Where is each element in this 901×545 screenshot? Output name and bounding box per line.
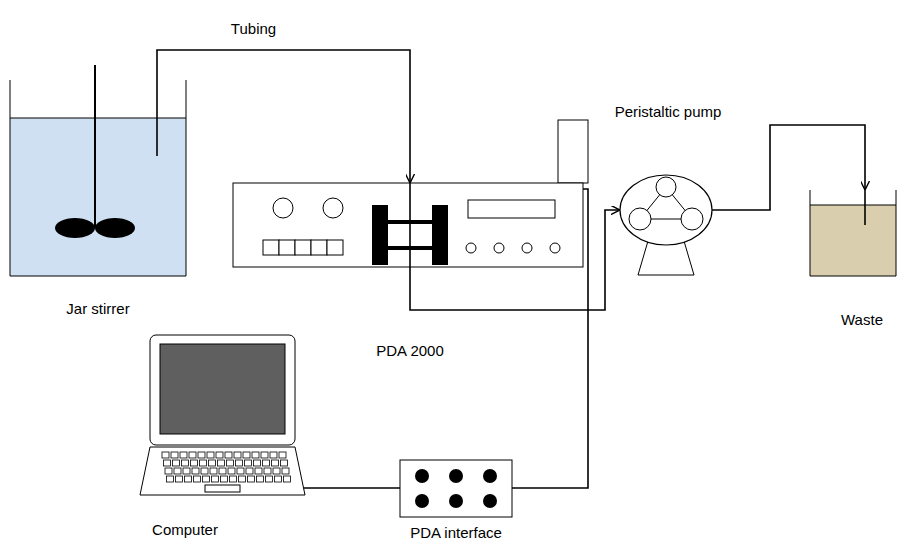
tubing-line: [712, 125, 865, 210]
pda-instrument-shape: [233, 183, 583, 267]
jar-stirrer-shape: [10, 80, 186, 276]
waste-beaker-shape: [810, 190, 896, 276]
interface-box: PDA interface: [400, 460, 512, 517]
edge-label: Tubing: [231, 20, 276, 38]
laptop-computer: Computer: [140, 335, 305, 495]
node-label: PDA interface: [410, 524, 502, 542]
peristaltic-pump: Peristaltic pump: [620, 175, 712, 278]
node-label: Waste: [841, 311, 883, 329]
tubing-line: [157, 50, 410, 183]
peristaltic-pump-shape: [620, 175, 712, 278]
device-back-panel: [558, 120, 588, 183]
waste-beaker: Waste: [810, 190, 896, 276]
node-label: PDA 2000: [376, 342, 444, 360]
node-label: Jar stirrer: [66, 300, 129, 318]
jar-stirrer: Jar stirrer: [10, 80, 186, 276]
node-label: Peristaltic pump: [613, 103, 723, 121]
cable-line: [303, 487, 400, 489]
laptop-computer-shape: [140, 335, 305, 495]
interface-box-shape: [400, 460, 512, 517]
node-label: Computer: [152, 521, 218, 539]
pda-instrument: PDA 2000: [233, 183, 583, 267]
